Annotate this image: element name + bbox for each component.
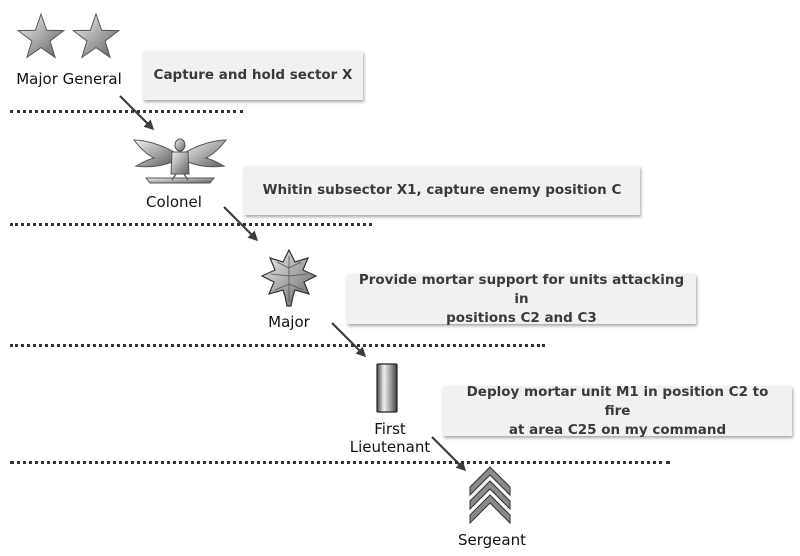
order-text-line: Whitin subsector X1, capture enemy posit… [262, 182, 622, 198]
rank-label-line: Major [268, 313, 310, 331]
rank-label-first-lieutenant: First Lieutenant [344, 420, 436, 456]
rank-label-line: Colonel [146, 193, 202, 211]
separator-line [10, 461, 670, 464]
order-text-line: Provide mortar support for units attacki… [358, 271, 685, 307]
order-box-first-lieutenant: Deploy mortar unit M1 in position C2 to … [443, 383, 792, 438]
rank-label-line: Sergeant [458, 531, 526, 549]
chevrons-icon [469, 466, 511, 525]
order-box-major: Provide mortar support for units attacki… [347, 271, 696, 326]
order-text-line: at area C25 on my command [508, 421, 727, 438]
oak-leaf-icon [260, 248, 318, 307]
separator-line [10, 110, 243, 113]
silver-bar-icon [376, 363, 398, 413]
rank-label-major: Major [254, 313, 324, 331]
eagle-icon [132, 138, 228, 184]
rank-label-sergeant: Sergeant [450, 531, 534, 549]
order-text-line: Capture and hold sector X [153, 67, 353, 83]
rank-label-line: Lieutenant [349, 438, 431, 456]
arrow-major-to-first-lieutenant [331, 322, 367, 358]
order-box-major-general: Capture and hold sector X [143, 51, 363, 100]
rank-label-line: First [374, 420, 406, 438]
separator-line [10, 344, 545, 347]
two-stars-icon [16, 12, 121, 59]
order-text-line: Deploy mortar unit M1 in position C2 to … [466, 383, 769, 419]
order-box-colonel: Whitin subsector X1, capture enemy posit… [244, 166, 640, 215]
arrow-first-lieutenant-to-sergeant [431, 436, 467, 472]
rank-label-major-general: Major General [10, 70, 128, 88]
rank-label-line: Major General [16, 70, 122, 88]
separator-line [10, 223, 372, 226]
rank-label-colonel: Colonel [134, 193, 214, 211]
order-text-line: positions C2 and C3 [446, 309, 597, 326]
